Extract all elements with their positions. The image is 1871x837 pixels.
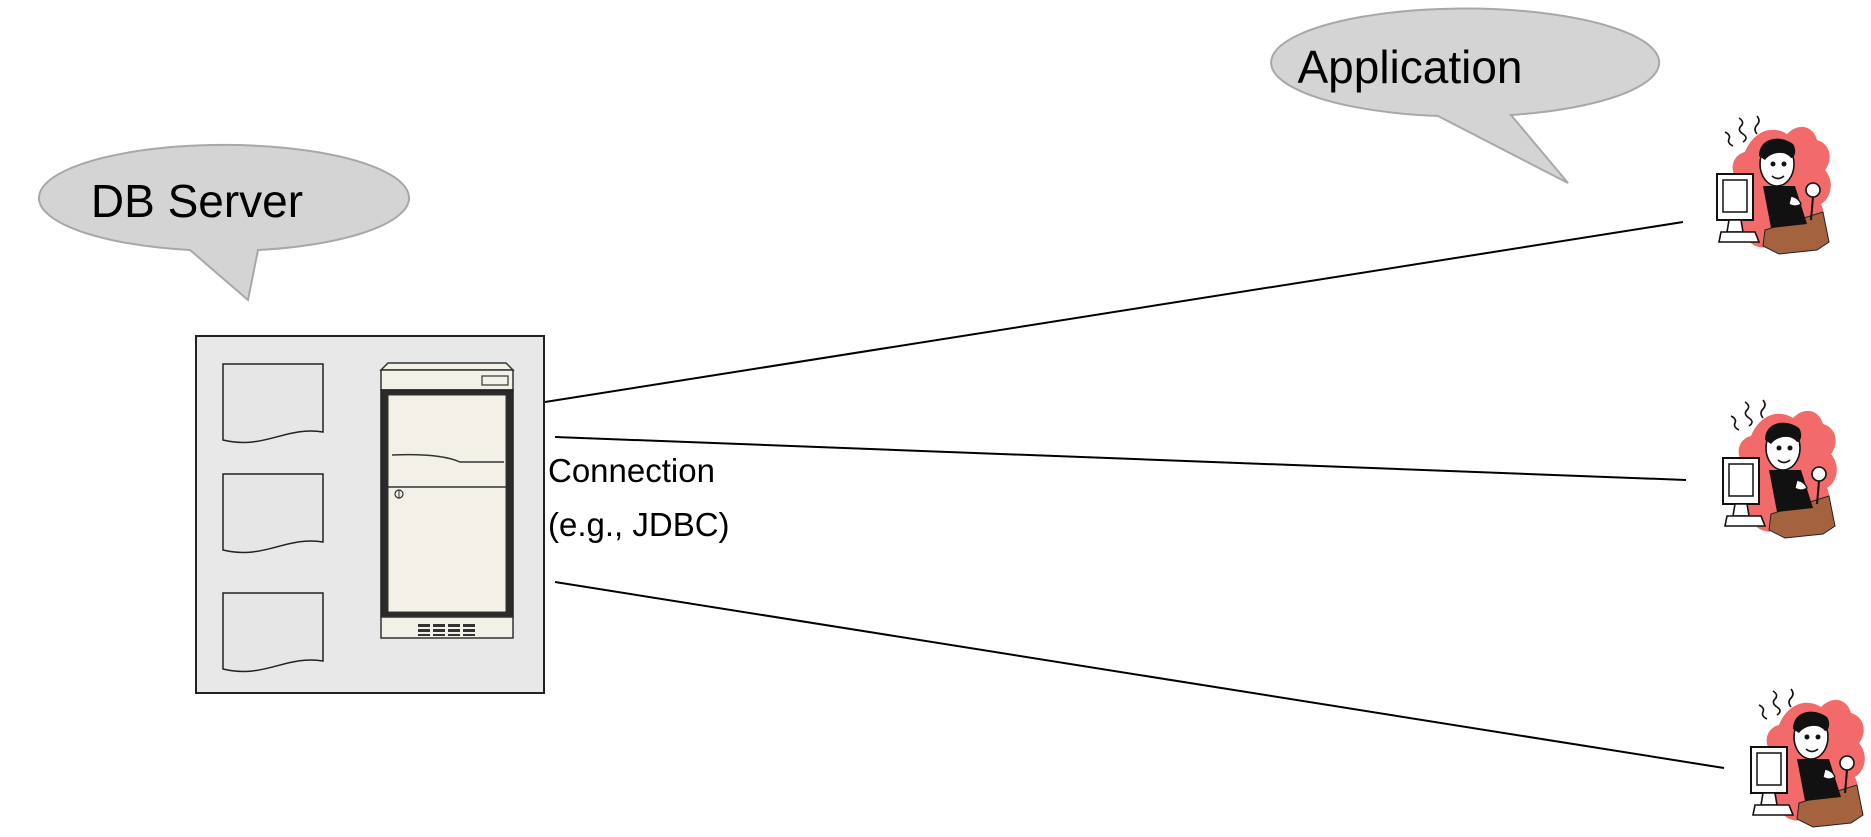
db-server-label: DB Server [91,175,303,227]
document-icon [222,363,324,444]
connection-label: Connection (e.g., JDBC) [548,444,730,552]
stressed-user-at-computer-icon [1722,399,1838,539]
db-server-bubble-shape [38,143,410,302]
application-callout: Application [1270,7,1661,184]
application-label: Application [1297,41,1522,93]
connection-label-line2: (e.g., JDBC) [548,506,730,543]
document-icon [222,592,324,673]
stressed-user-at-computer-icon [1716,115,1832,255]
connection-label-line1: Connection [548,452,715,489]
connection-line-2 [554,436,1687,481]
application-bubble-shape [1270,7,1661,184]
db-server-box [195,335,545,694]
connection-line-3 [554,581,1725,769]
document-icon [222,473,324,554]
stressed-user-at-computer-icon [1750,688,1866,828]
connection-line-1 [544,221,1684,403]
db-server-callout: DB Server [38,143,410,302]
client-icons [1716,115,1866,828]
connection-lines [544,221,1725,769]
server-tower-icon [379,362,515,639]
